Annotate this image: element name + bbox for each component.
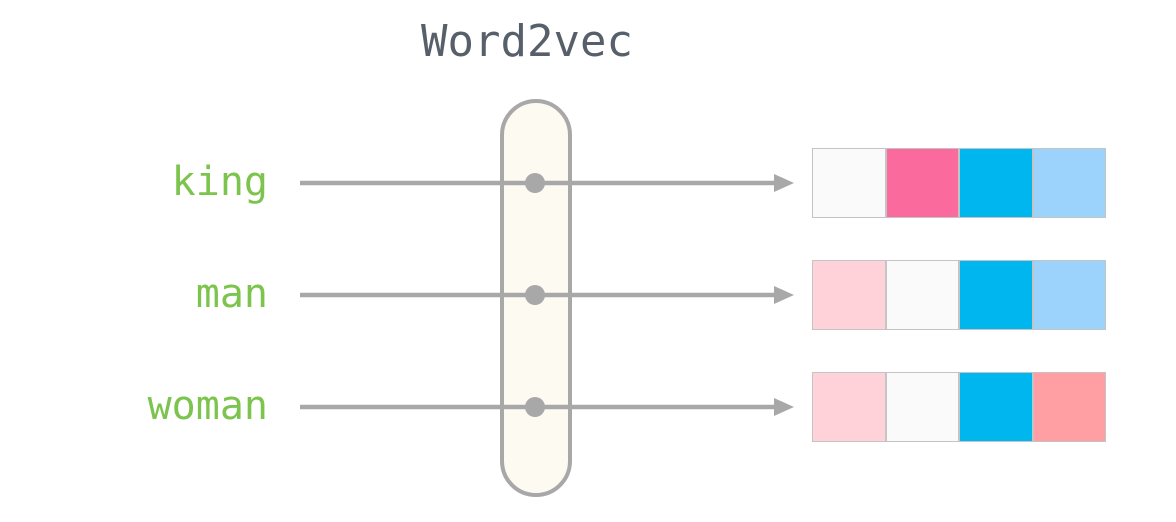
vector-cell (885, 148, 959, 218)
vector-cell (1032, 260, 1106, 330)
vector-cell (885, 260, 959, 330)
embedding-vector-king (812, 148, 1106, 218)
arrow-head-icon (774, 174, 794, 192)
vector-cell (885, 372, 959, 442)
vector-cell (812, 372, 886, 442)
word-label-man: man (195, 271, 268, 318)
vector-cell (812, 260, 886, 330)
vector-cell (812, 148, 886, 218)
node-dot (525, 285, 545, 305)
vector-cell (959, 260, 1033, 330)
arrow-head-icon (774, 286, 794, 304)
vector-cell (959, 148, 1033, 218)
vector-cell (959, 372, 1033, 442)
embedding-vector-man (812, 260, 1106, 330)
word-label-woman: woman (147, 383, 268, 430)
embedding-vector-woman (812, 372, 1106, 442)
vector-cell (1032, 148, 1106, 218)
vector-cell (1032, 372, 1106, 442)
node-dot (525, 397, 545, 417)
word-label-king: king (171, 159, 268, 206)
node-dot (525, 173, 545, 193)
arrow-head-icon (774, 398, 794, 416)
diagram-title: Word2vec (421, 16, 633, 67)
